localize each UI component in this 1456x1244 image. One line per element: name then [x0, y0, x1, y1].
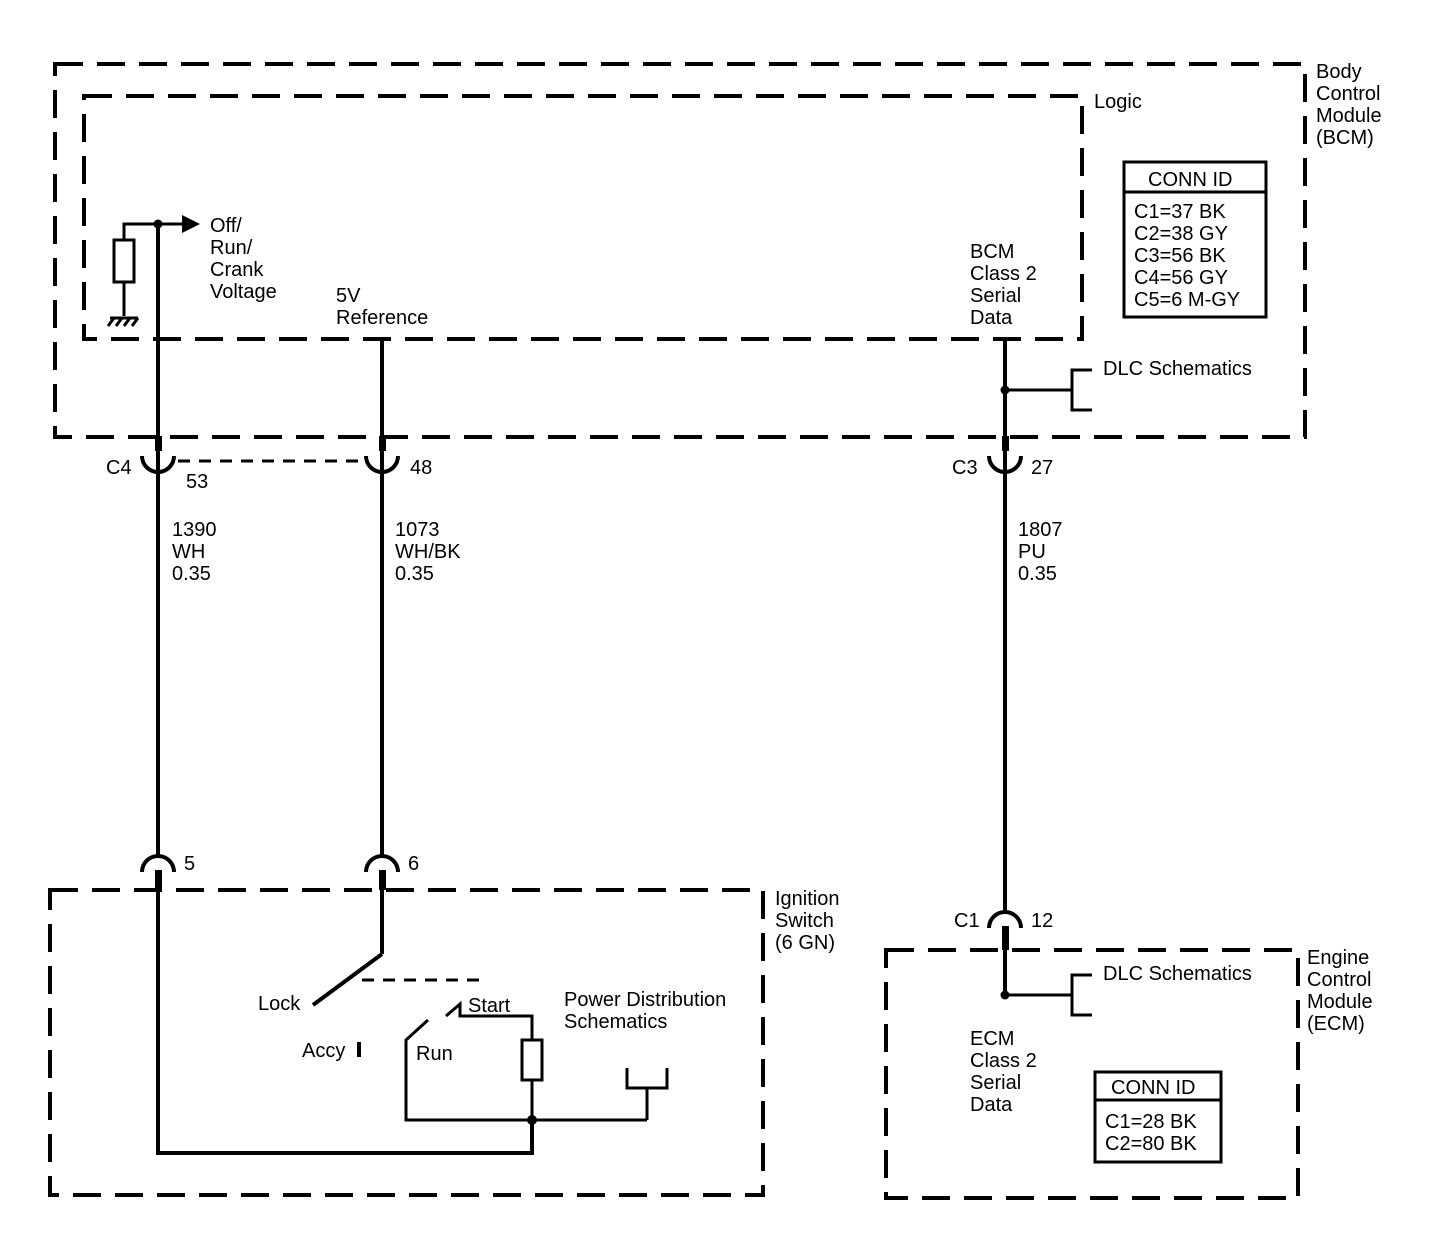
c3-connector-label: C3 — [952, 457, 978, 479]
lock-position-label: Lock — [258, 993, 301, 1015]
bcm-logic-boundary — [82, 94, 1084, 341]
ignition-pin-label: 6 — [408, 853, 419, 875]
c4-pin-label: 48 — [410, 457, 432, 479]
ignition-switch-title: Ignition Switch (6 GN) — [775, 888, 845, 954]
bcm-logic-label: Logic — [1094, 91, 1142, 113]
ecm-conn-id-row: C1=28 BK — [1105, 1111, 1197, 1133]
wire-1390-label: 1390 WH 0.35 — [172, 519, 222, 585]
bcm-conn-id-row: C4=56 GY — [1134, 267, 1228, 289]
ecm-title: Engine Control Module (ECM) — [1307, 947, 1378, 1035]
ecm-conn-id-table: CONN ID C1=28 BK C2=80 BK — [1093, 1070, 1223, 1164]
ecm-conn-id-row: C2=80 BK — [1105, 1133, 1197, 1155]
circuit-wires — [156, 224, 1007, 914]
bcm-title: Body Control Module (BCM) — [1316, 61, 1387, 149]
connector-c4: C4 53 48 — [106, 436, 432, 493]
off-run-crank-voltage-label: Off/ Run/ Crank Voltage — [210, 215, 277, 303]
splice-dot — [1000, 990, 1010, 1000]
bcm-conn-id-row: C1=37 BK — [1134, 201, 1226, 223]
ecm-module: Engine Control Module (ECM) DLC Schemati… — [884, 947, 1378, 1200]
5v-reference-label: 5V Reference — [336, 285, 428, 329]
power-distribution-schematics-label[interactable]: Power Distribution Schematics — [564, 989, 732, 1033]
arrow-right-icon — [182, 215, 200, 233]
wire-1807-label: 1807 PU 0.35 — [1018, 519, 1068, 585]
bcm-conn-id-row: C3=56 BK — [1134, 245, 1226, 267]
connector-c3: C3 27 — [952, 436, 1053, 479]
ecm-serial-data-label: ECM Class 2 Serial Data — [970, 1028, 1042, 1116]
connector-c1: C1 12 — [954, 910, 1053, 950]
bcm-conn-id-row: C5=6 M-GY — [1134, 289, 1240, 311]
wire-1073-label: 1073 WH/BK 0.35 — [395, 519, 466, 585]
bcm-module: Body Control Module (BCM) Logic CONN ID … — [53, 61, 1387, 439]
bcm-conn-id-row: C2=38 GY — [1134, 223, 1228, 245]
ground-icon — [106, 316, 140, 327]
ignition-connector: 5 6 — [140, 853, 419, 890]
ecm-boundary — [884, 948, 1300, 1200]
switch-blade — [311, 952, 384, 1007]
bcm-serial-data-label: BCM Class 2 Serial Data — [970, 241, 1042, 329]
c4-pin-label: 53 — [186, 471, 208, 493]
ecm-dlc-schematics-label[interactable]: DLC Schematics — [1103, 963, 1252, 985]
bcm-conn-id-table: CONN ID C1=37 BK C2=38 GY C3=56 BK C4=56… — [1122, 160, 1268, 319]
c1-connector-label: C1 — [954, 910, 980, 932]
bcm-boundary — [53, 62, 1307, 439]
ignition-switch: Ignition Switch (6 GN) Lock Accy Run Sta… — [48, 888, 845, 1197]
bcm-pulldown-resistor — [112, 222, 158, 316]
c4-connector-label: C4 — [106, 457, 132, 479]
ignition-pin-label: 5 — [184, 853, 195, 875]
start-position-label: Start — [468, 995, 511, 1017]
bcm-dlc-schematics-label[interactable]: DLC Schematics — [1103, 358, 1252, 380]
bcm-conn-id-header: CONN ID — [1148, 169, 1232, 191]
run-position-label: Run — [416, 1043, 453, 1065]
ecm-conn-id-header: CONN ID — [1111, 1077, 1195, 1099]
c1-pin-label: 12 — [1031, 910, 1053, 932]
ignition-switch-boundary — [48, 888, 765, 1197]
accy-position-label: Accy — [302, 1040, 345, 1062]
c3-pin-label: 27 — [1031, 457, 1053, 479]
